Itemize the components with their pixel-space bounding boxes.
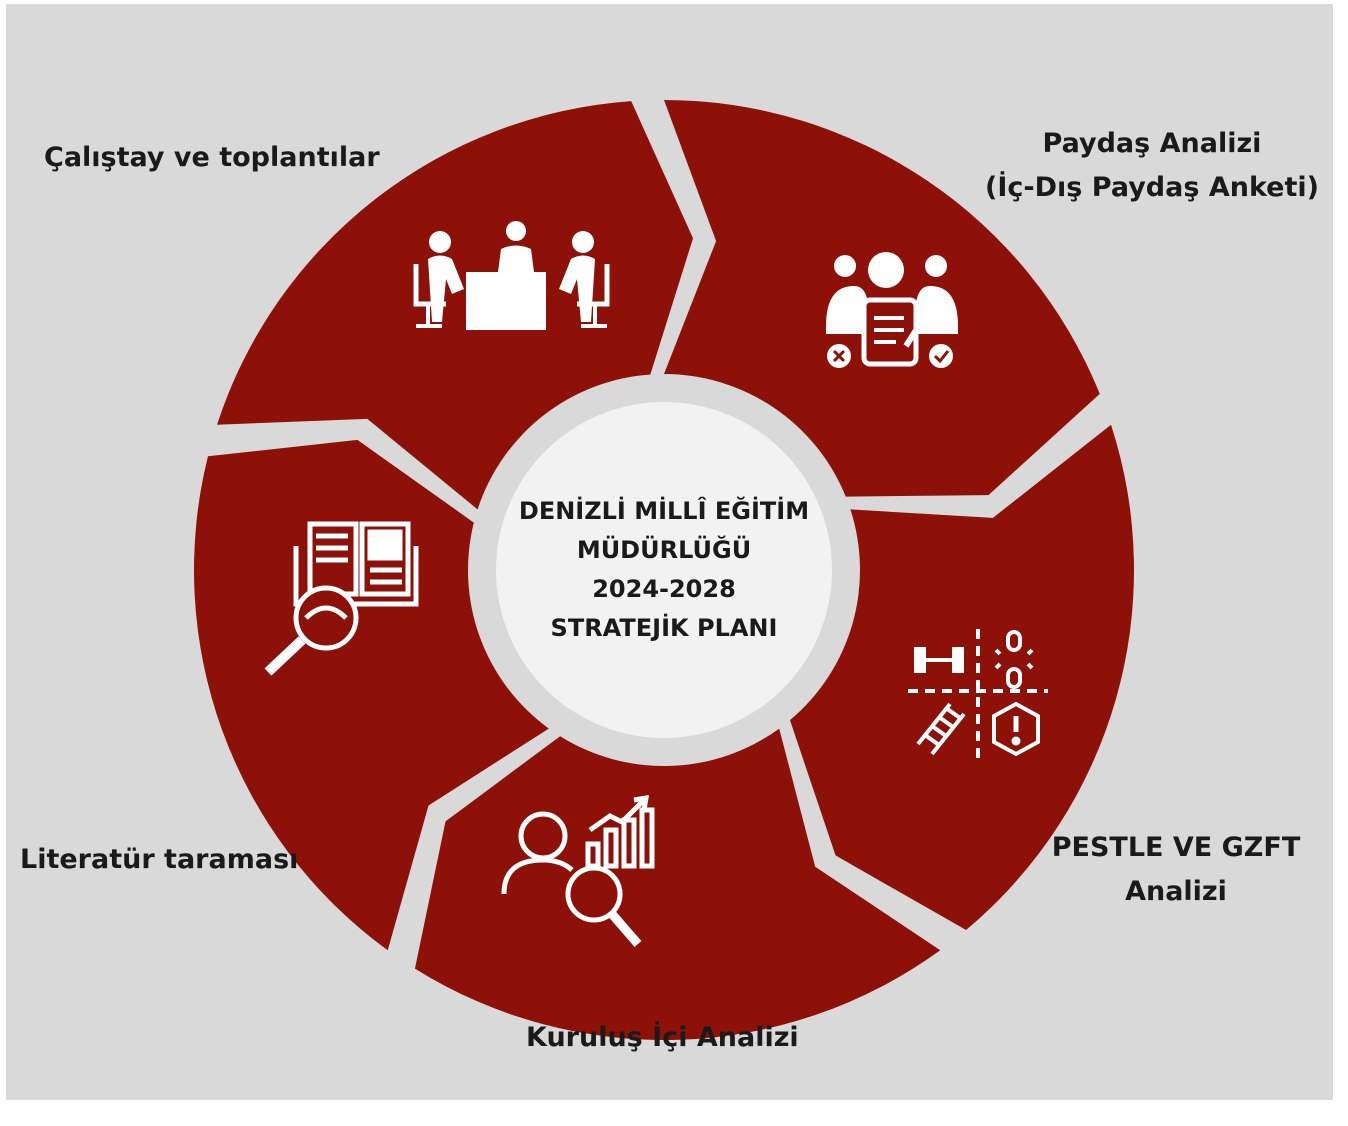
process-cycle-ring (194, 100, 1134, 1040)
segment-pestle (789, 424, 1134, 931)
center-title-line4: STRATEJİK PLANI (550, 614, 778, 642)
center-title-line3: 2024-2028 (592, 575, 736, 603)
segment-workshops (217, 101, 694, 510)
step-label-pestle-swot: PESTLE VE GZFT Analizi (1046, 826, 1306, 914)
stakeholder-label-line1: Paydaş Analizi (1042, 128, 1262, 159)
segment-internal (414, 728, 941, 1040)
internal-analysis-icon (501, 794, 655, 947)
meeting-table-icon (413, 221, 610, 330)
pestle-label-line2: Analizi (1125, 876, 1227, 907)
stakeholder-survey-icon (826, 252, 958, 368)
step-label-literature-review: Literatür taraması (20, 844, 299, 875)
step-label-stakeholder-analysis: Paydaş Analizi (İç-Dış Paydaş Anketi) (974, 122, 1330, 210)
center-title: DENİZLİ MİLLÎ EĞİTİM MÜDÜRLÜĞÜ 2024-2028… (496, 402, 832, 738)
pestle-label-line1: PESTLE VE GZFT (1051, 832, 1301, 863)
swot-quadrant-icon (908, 629, 1048, 764)
center-disc (496, 402, 832, 738)
center-title-line1: DENİZLİ MİLLÎ EĞİTİM (518, 497, 810, 525)
step-label-internal-analysis: Kuruluş İçi Analizi (526, 1022, 799, 1053)
step-label-workshops: Çalıştay ve toplantılar (44, 142, 380, 173)
diagram-canvas: Çalıştay ve toplantılar Paydaş Analizi (… (6, 4, 1333, 1100)
literature-search-icon (264, 521, 419, 676)
stakeholder-label-line2: (İç-Dış Paydaş Anketi) (985, 172, 1319, 203)
center-title-line2: MÜDÜRLÜĞÜ (576, 536, 752, 564)
segment-literature (194, 439, 549, 951)
